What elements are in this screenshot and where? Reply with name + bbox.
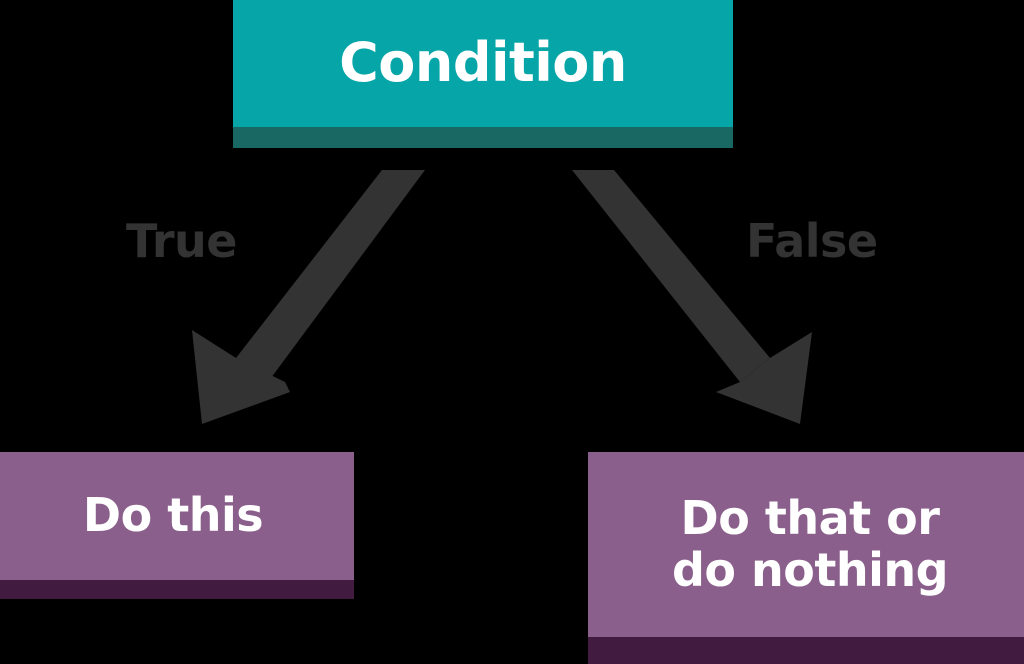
- condition-node-shadow: [233, 127, 733, 148]
- do-this-node-shadow: [0, 580, 354, 599]
- condition-node-label: Condition: [339, 31, 627, 95]
- do-that-node[interactable]: Do that or do nothing: [588, 452, 1024, 637]
- edge-false-arrow: [572, 170, 812, 424]
- edge-label-false: False: [746, 214, 878, 268]
- edge-label-true: True: [126, 214, 237, 268]
- do-this-node[interactable]: Do this: [0, 452, 354, 580]
- do-this-node-label: Do this: [82, 488, 264, 543]
- edge-true-arrow: [192, 170, 425, 424]
- do-that-node-label: Do that or do nothing: [671, 490, 949, 597]
- do-that-node-shadow: [588, 637, 1024, 664]
- condition-node[interactable]: Condition: [233, 0, 733, 127]
